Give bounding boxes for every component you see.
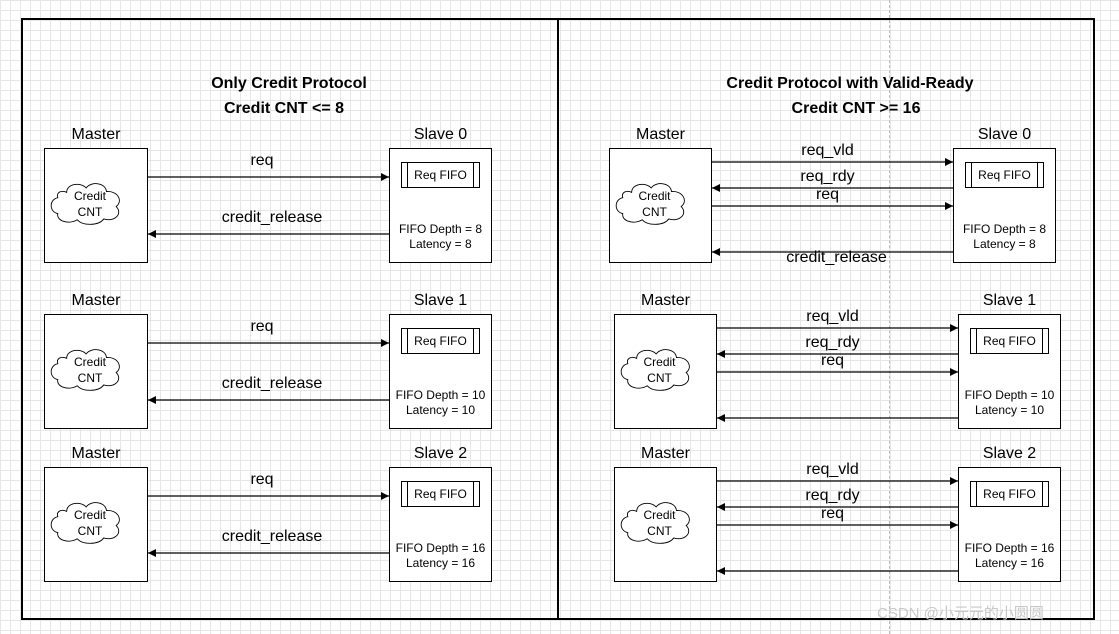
right-slave-title: Slave 1 — [982, 292, 1037, 309]
right-req-fifo: Req FIFO — [970, 328, 1049, 354]
right-credit_release-label: credit_release — [786, 249, 887, 266]
right-req_rdy-label: req_rdy — [805, 487, 860, 504]
right-fifo-depth: FIFO Depth = 8 — [962, 222, 1047, 236]
left-req-fifo: Req FIFO — [401, 328, 480, 354]
left-cloud-line1: Credit — [73, 508, 107, 522]
watermark: CSDN @小元元的小圆圆 — [877, 605, 1044, 622]
left-latency: Latency = 8 — [409, 237, 472, 251]
left-cloud-line1: Credit — [73, 189, 107, 203]
right-req_rdy-label: req_rdy — [800, 168, 855, 185]
right-latency: Latency = 16 — [974, 556, 1045, 570]
left-req-label: req — [250, 152, 274, 169]
left-fifo-depth: FIFO Depth = 8 — [398, 222, 483, 236]
left-master-title: Master — [71, 292, 121, 309]
left-latency: Latency = 16 — [405, 556, 476, 570]
left-cloud-line2: CNT — [77, 524, 103, 538]
right-slave-title: Slave 0 — [977, 126, 1032, 143]
right-latency: Latency = 8 — [973, 237, 1036, 251]
left-slave-title: Slave 2 — [413, 445, 468, 462]
left-fifo-depth: FIFO Depth = 16 — [395, 541, 486, 555]
left-credit-cloud — [50, 502, 120, 544]
right-subtitle: Credit CNT >= 16 — [791, 100, 921, 117]
left-req-label: req — [250, 318, 274, 335]
right-slave-title: Slave 2 — [982, 445, 1037, 462]
left-title: Only Credit Protocol — [211, 75, 367, 92]
right-req_rdy-label: req_rdy — [805, 334, 860, 351]
right-req-label: req — [820, 352, 845, 369]
left-credit_release-label: credit_release — [221, 528, 323, 545]
right-latency: Latency = 10 — [974, 403, 1045, 417]
right-title: Credit Protocol with Valid-Ready — [726, 75, 974, 92]
left-req-fifo: Req FIFO — [401, 162, 480, 188]
right-master-title: Master — [641, 292, 690, 309]
left-master-title: Master — [71, 445, 121, 462]
left-req-fifo: Req FIFO — [401, 481, 480, 507]
left-credit_release-label: credit_release — [221, 209, 323, 226]
left-latency: Latency = 10 — [405, 403, 476, 417]
right-master-title: Master — [636, 126, 685, 143]
right-req_vld-label: req_vld — [806, 308, 859, 325]
right-req-fifo: Req FIFO — [970, 481, 1049, 507]
guide-line — [889, 0, 890, 634]
left-master-title: Master — [71, 126, 121, 143]
left-cloud-line1: Credit — [73, 355, 107, 369]
left-credit-cloud — [50, 349, 120, 391]
right-cloud-line1: Credit — [643, 355, 676, 369]
left-req-label: req — [250, 471, 274, 488]
right-req_vld-label: req_vld — [801, 142, 854, 159]
right-fifo-depth: FIFO Depth = 16 — [964, 541, 1055, 555]
left-credit_release-label: credit_release — [221, 375, 323, 392]
right-credit-cloud — [615, 183, 685, 225]
right-cloud-line1: Credit — [638, 189, 671, 203]
left-cloud-line2: CNT — [77, 205, 103, 219]
right-cloud-line2: CNT — [647, 524, 672, 538]
right-fifo-depth: FIFO Depth = 10 — [964, 388, 1055, 402]
right-master-title: Master — [641, 445, 690, 462]
right-req-label: req — [815, 186, 840, 203]
left-slave-title: Slave 1 — [413, 292, 468, 309]
right-cloud-line1: Credit — [643, 508, 676, 522]
right-credit-cloud — [620, 349, 690, 391]
right-cloud-line2: CNT — [647, 371, 672, 385]
right-req-fifo: Req FIFO — [965, 162, 1044, 188]
left-fifo-depth: FIFO Depth = 10 — [395, 388, 486, 402]
right-panel — [557, 18, 1095, 620]
left-cloud-line2: CNT — [77, 371, 103, 385]
left-credit-cloud — [50, 183, 120, 225]
right-req-label: req — [820, 505, 845, 522]
right-req_vld-label: req_vld — [806, 461, 859, 478]
right-credit-cloud — [620, 502, 690, 544]
right-cloud-line2: CNT — [642, 205, 667, 219]
left-subtitle: Credit CNT <= 8 — [223, 100, 345, 117]
left-slave-title: Slave 0 — [413, 126, 468, 143]
